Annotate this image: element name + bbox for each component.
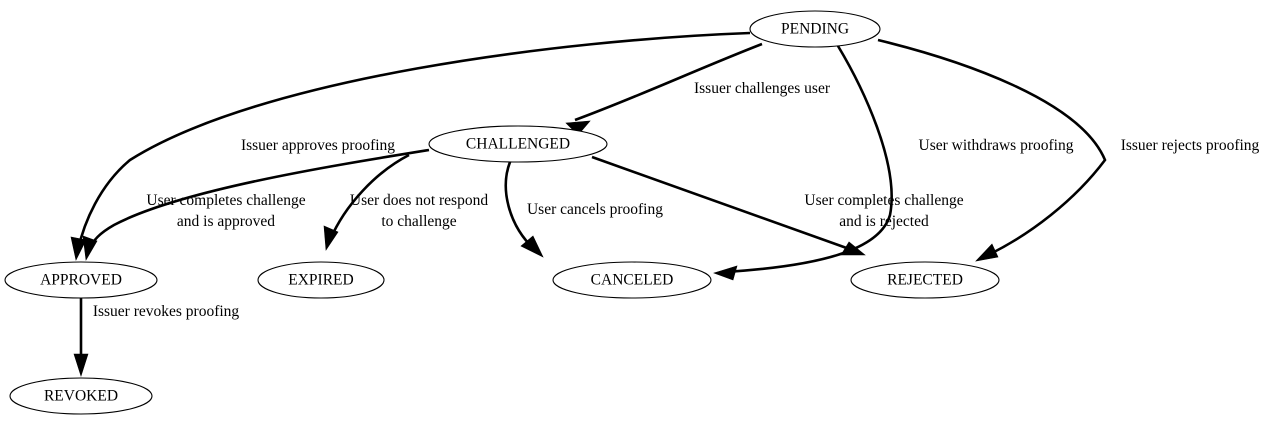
edge-label-line: Issuer challenges user (694, 80, 831, 97)
node-label: CANCELED (591, 272, 674, 289)
edge-label-line: User completes challenge (804, 192, 963, 209)
arrowhead-icon (70, 236, 87, 261)
edge-line (877, 38, 1107, 258)
edge-pending-rejected (877, 38, 1107, 262)
edge-label-line: Issuer rejects proofing (1121, 137, 1260, 154)
edges-layer (70, 31, 1107, 377)
node-ellipse (552, 261, 712, 299)
node-label: PENDING (781, 21, 849, 38)
node-ellipse (850, 261, 1000, 299)
edge-label-pending-rejected: Issuer rejects proofing (1121, 137, 1260, 154)
arrowhead-icon (73, 353, 89, 377)
edge-pending-approved (70, 31, 751, 261)
edge-challenged-canceled (504, 161, 544, 258)
arrowhead-icon (82, 235, 98, 261)
edge-line (328, 153, 410, 241)
arrowhead-icon (565, 120, 591, 136)
edge-approved-revoked (73, 298, 89, 377)
edge-label-line: Issuer approves proofing (241, 137, 395, 154)
state-node-challenged[interactable]: CHALLENGED (428, 125, 608, 163)
node-ellipse (4, 261, 158, 299)
state-node-canceled[interactable]: CANCELED (552, 261, 712, 299)
edge-label-line: and is rejected (839, 213, 929, 230)
node-ellipse (9, 377, 153, 415)
state-node-expired[interactable]: EXPIRED (257, 261, 385, 299)
edge-label-pending-challenged: Issuer challenges user (694, 80, 831, 97)
edge-line (76, 31, 751, 251)
node-label: CHALLENGED (466, 136, 570, 153)
state-node-pending[interactable]: PENDING (749, 10, 881, 48)
edge-line (591, 155, 856, 253)
edge-label-challenged-approved: User completes challenge and is approved (146, 192, 305, 230)
edge-line (87, 148, 430, 251)
edge-challenged-rejected (591, 155, 866, 256)
edge-label-pending-approved: Issuer approves proofing (241, 137, 395, 154)
edge-label-line: User completes challenge (146, 192, 305, 209)
state-node-revoked[interactable]: REVOKED (9, 377, 153, 415)
edge-challenged-expired (323, 153, 410, 251)
edge-label-challenged-rejected: User completes challenge and is rejected (804, 192, 963, 230)
arrowhead-icon (323, 225, 339, 251)
node-label: EXPIRED (288, 272, 353, 289)
edge-label-challenged-canceled: User cancels proofing (527, 201, 663, 218)
edge-label-challenged-expired: User does not respond to challenge (350, 192, 488, 230)
edge-label-line: and is approved (177, 213, 275, 230)
edge-line (724, 45, 893, 274)
edge-label-pending-canceled: User withdraws proofing (919, 137, 1074, 154)
edge-challenged-approved (82, 148, 430, 261)
node-label: APPROVED (40, 272, 122, 289)
node-ellipse (257, 261, 385, 299)
node-ellipse (428, 125, 608, 163)
edge-label-line: User withdraws proofing (919, 137, 1074, 154)
edge-line (574, 42, 763, 122)
node-label: REJECTED (887, 272, 963, 289)
nodes-layer: PENDING CHALLENGED APPROVED EXPIRED CANCELED… (4, 10, 1000, 415)
edge-label-line: Issuer revokes proofing (93, 303, 240, 320)
edge-pending-challenged (565, 42, 763, 136)
edge-label-line: User cancels proofing (527, 201, 663, 218)
edge-label-approved-revoked: Issuer revokes proofing (93, 303, 240, 320)
edge-label-line: to challenge (381, 213, 456, 230)
arrowhead-icon (840, 241, 866, 256)
arrowhead-icon (975, 243, 999, 262)
node-label: REVOKED (44, 388, 118, 405)
state-node-approved[interactable]: APPROVED (4, 261, 158, 299)
arrowhead-icon (713, 265, 738, 281)
edge-label-line: User does not respond (350, 192, 488, 209)
arrowhead-icon (520, 235, 544, 258)
edge-pending-canceled (713, 45, 893, 281)
node-ellipse (749, 10, 881, 48)
state-node-rejected[interactable]: REJECTED (850, 261, 1000, 299)
